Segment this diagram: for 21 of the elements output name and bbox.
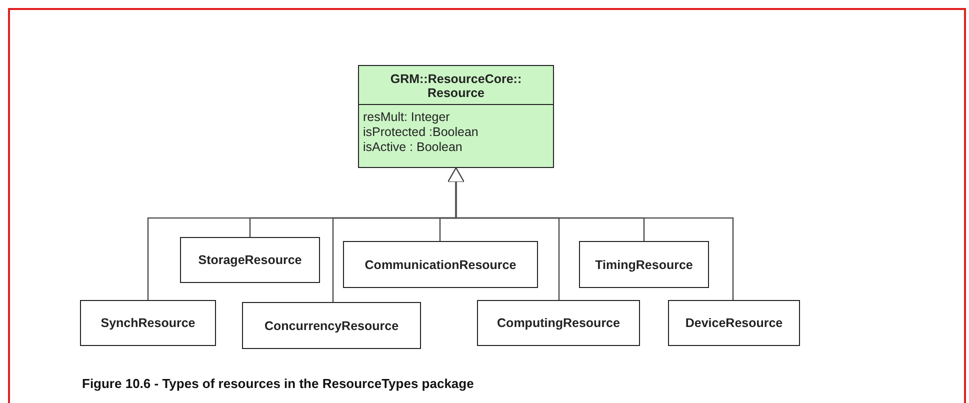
class-name: DeviceResource <box>685 316 783 330</box>
class-box <box>668 300 800 346</box>
figure-caption: Figure 10.6 - Types of resources in the ResourceTypes package <box>82 376 474 391</box>
class-box <box>579 241 709 288</box>
generalization-arrow <box>448 168 734 300</box>
class-name: ComputingResource <box>497 316 620 330</box>
class-name: GRM::ResourceCore:: Resource <box>389 72 523 100</box>
class-name: ConcurrencyResource <box>264 318 399 332</box>
class-box <box>358 65 554 168</box>
class-box <box>242 302 421 349</box>
attribute: isProtected :Boolean <box>363 125 480 140</box>
class-box <box>80 300 216 346</box>
attribute: isActive : Boolean <box>363 140 464 155</box>
class-name: SynchResource <box>100 316 196 330</box>
class-name: StorageResource <box>198 253 302 267</box>
class-box <box>477 300 640 346</box>
class-name: CommunicationResource <box>364 258 516 272</box>
attribute: resMult: Integer <box>363 110 451 125</box>
class-box <box>343 241 538 288</box>
class-box <box>180 237 320 283</box>
class-name: TimingResource <box>595 258 693 272</box>
